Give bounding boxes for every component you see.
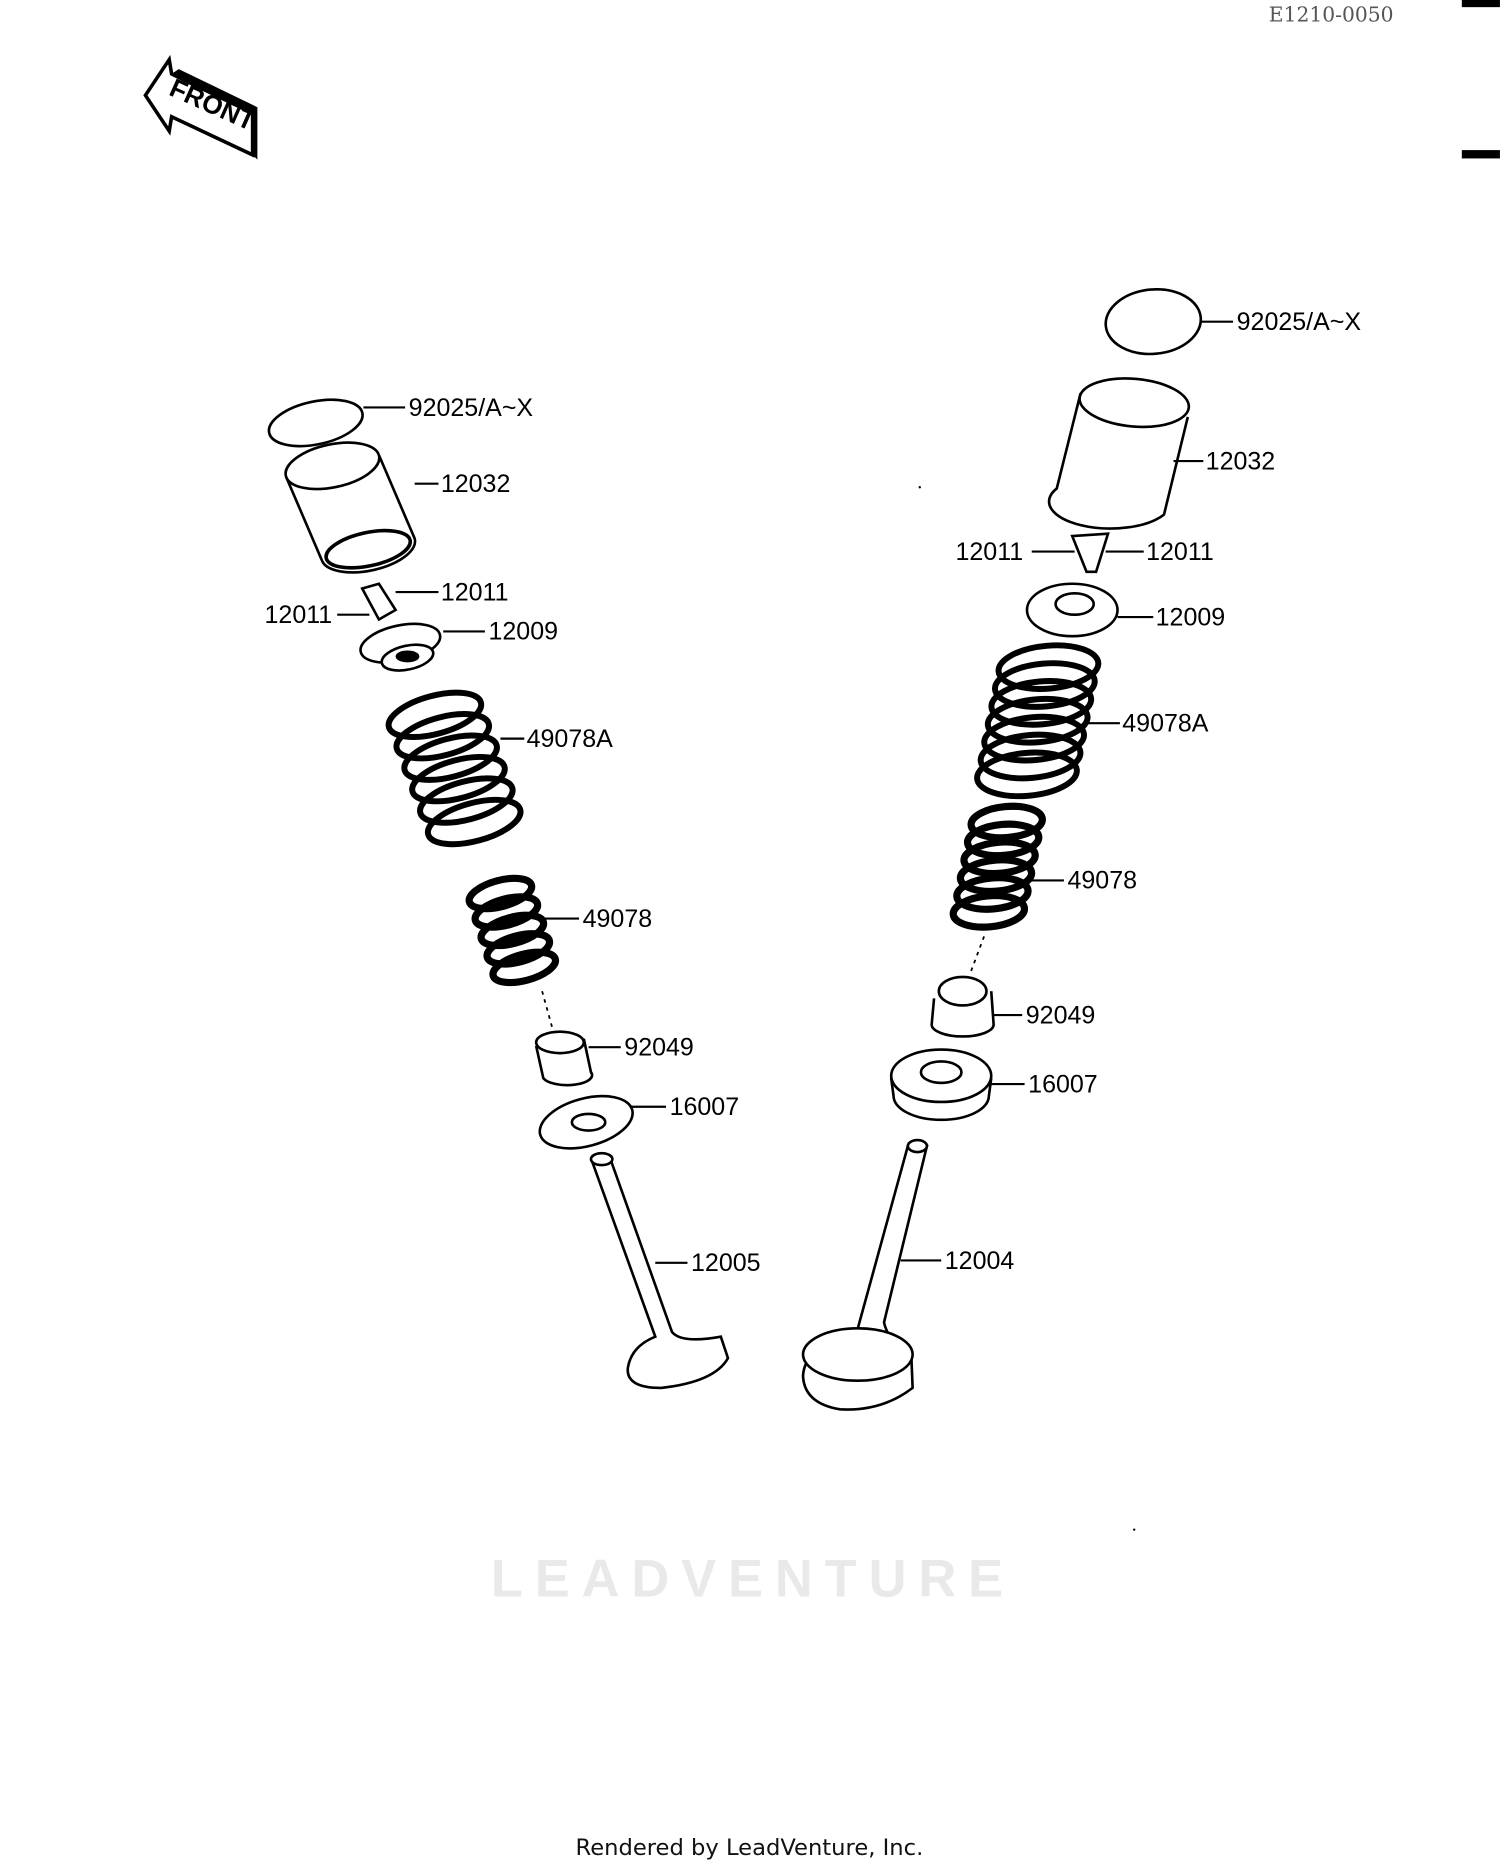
spring-coil [981,713,1087,764]
spring-coil [984,695,1091,746]
part-label[interactable]: 12005 [691,1249,761,1277]
valve-part[interactable] [801,1138,929,1411]
spring-coil [963,820,1043,860]
part-label[interactable]: 12009 [1156,603,1226,631]
seal-part[interactable] [534,1030,594,1087]
diagram-code: E1210-0050 [1269,2,1394,26]
watermark: LEADVENTURE [491,1550,1015,1608]
part-label[interactable]: 92049 [1026,1001,1096,1029]
spring-coil [977,731,1084,782]
part-label[interactable]: 12032 [441,470,511,498]
outer-spring-part[interactable] [974,641,1102,800]
front-arrow: FRONT [143,54,260,160]
spring-coil [424,796,524,848]
spring-coil [956,856,1036,895]
spring-coil [995,642,1102,692]
speck [1133,1528,1136,1531]
inner-spring-part[interactable] [949,802,1046,931]
spring-coil [949,892,1029,931]
part-label[interactable]: 49078 [1067,867,1137,895]
left-valve-assembly: 92025/A~X 12032 12011 12011 12009 49078A… [265,392,761,1390]
spring-coil [960,838,1039,878]
spring-coil [974,749,1080,800]
speck [918,486,921,489]
part-label[interactable]: 12011 [1146,538,1214,566]
valve-part[interactable] [589,1151,730,1390]
spring-coil [477,911,548,950]
part-label[interactable]: 92025/A~X [1237,308,1362,336]
spring-coil [465,874,536,913]
retainer-part[interactable] [1025,582,1119,638]
part-label[interactable]: 92049 [624,1034,694,1062]
outer-spring-part[interactable] [384,684,525,853]
spring-coil [393,711,493,762]
spring-coil [483,930,554,968]
tappet-part[interactable] [281,435,417,575]
right-valve-assembly: 92025/A~X 12032 12011 12011 12009 49078A… [801,285,1362,1411]
retainer-part[interactable] [357,617,444,674]
part-label[interactable]: 12011 [265,601,333,629]
spring-coil [967,802,1046,842]
seat-part[interactable] [534,1087,638,1158]
edge-mark [1461,150,1500,159]
seat-part[interactable] [889,1048,993,1122]
edge-mark [1461,0,1500,8]
spring-coil [953,874,1032,913]
spring-coil [417,775,516,826]
footer-credit: Rendered by LeadVenture, Inc. [576,1835,924,1861]
part-label[interactable]: 12011 [956,538,1024,566]
spring-coil [409,753,508,805]
spring-coil [991,660,1098,710]
spring-coil [385,689,485,740]
keeper-part[interactable] [1070,532,1110,574]
spring-coil [988,678,1095,728]
part-label[interactable]: 49078A [527,725,614,753]
keeper-part[interactable] [360,582,398,622]
part-label[interactable]: 12009 [489,618,559,646]
part-label[interactable]: 49078A [1122,709,1209,737]
shim-part[interactable] [265,392,367,454]
part-label[interactable]: 12004 [945,1247,1015,1275]
spring-coil [471,893,542,931]
part-label[interactable]: 49078 [583,905,653,933]
part-label[interactable]: 16007 [670,1093,740,1121]
shim-part[interactable] [1103,285,1204,357]
part-label[interactable]: 12011 [441,578,509,606]
spring-coil [489,948,560,987]
seal-part[interactable] [930,975,995,1038]
part-label[interactable]: 16007 [1028,1070,1098,1098]
part-label[interactable]: 12032 [1206,447,1276,475]
inner-spring-part[interactable] [465,873,560,989]
part-label[interactable]: 92025/A~X [409,394,534,422]
tappet-part[interactable] [1047,374,1191,530]
spring-coil [401,732,500,783]
